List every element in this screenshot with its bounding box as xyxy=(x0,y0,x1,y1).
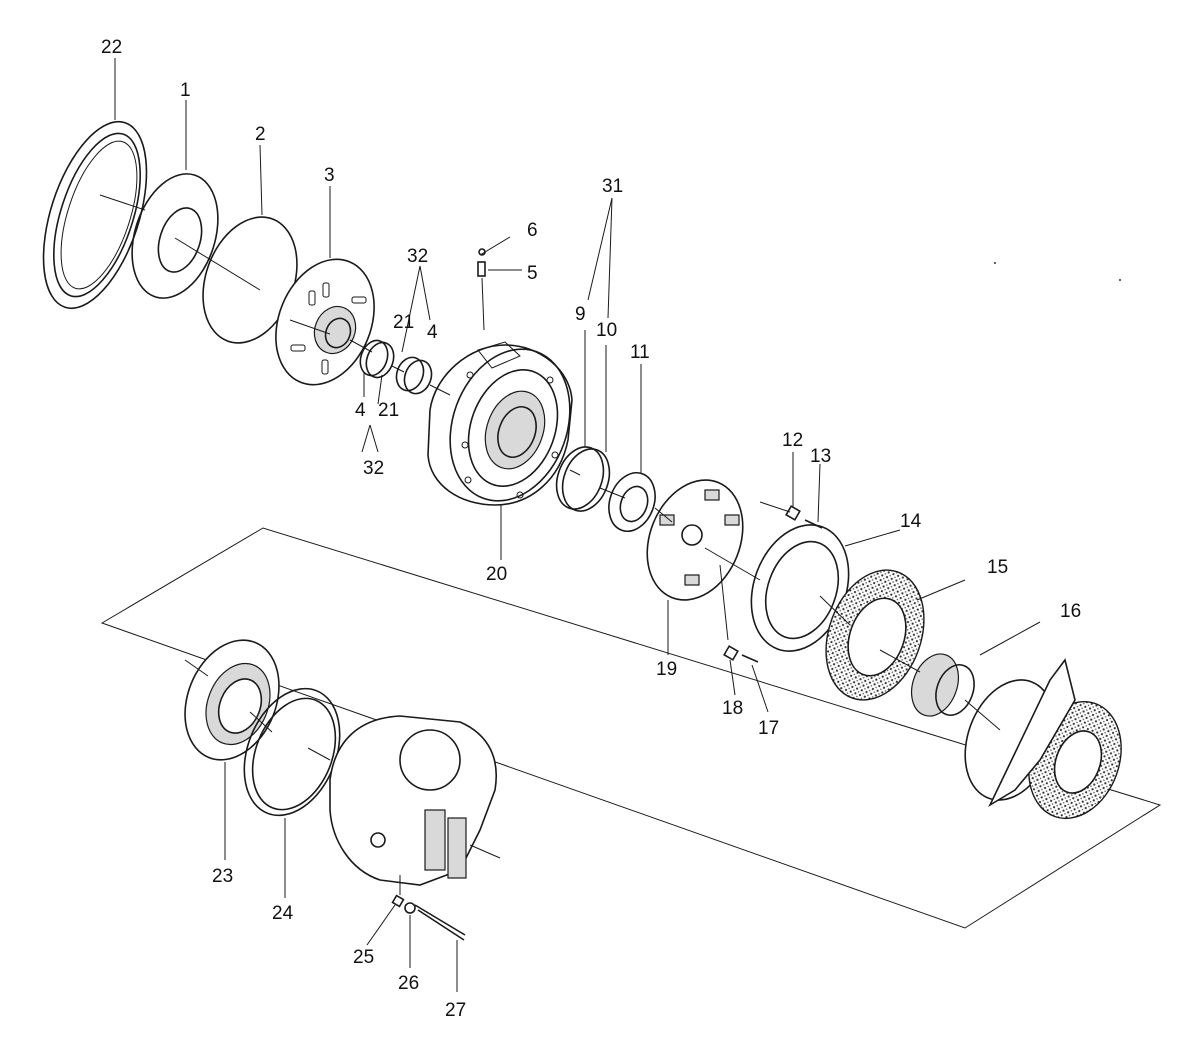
label-part-13: 13 xyxy=(810,446,831,467)
label-part-1: 1 xyxy=(180,80,191,101)
label-part-5: 5 xyxy=(527,263,538,284)
part-18-ball xyxy=(723,645,739,661)
label-part-18: 18 xyxy=(722,698,743,719)
part-27-bolt xyxy=(414,904,466,941)
label-part-12: 12 xyxy=(782,430,803,451)
label-part-9: 9 xyxy=(575,304,586,325)
label-part-15: 15 xyxy=(987,557,1008,578)
label-part-23: 23 xyxy=(212,866,233,887)
label-part-11: 11 xyxy=(630,342,650,363)
label-part-4-bottom: 4 xyxy=(355,400,366,421)
label-part-21-bottom: 21 xyxy=(378,400,399,421)
part-9-ring xyxy=(555,446,611,512)
label-part-32-bottom: 32 xyxy=(363,458,384,479)
part-1-thrust-washer xyxy=(131,173,219,299)
part-23-stator xyxy=(184,639,280,761)
label-part-17: 17 xyxy=(758,718,779,739)
label-part-6: 6 xyxy=(527,220,538,241)
label-part-22: 22 xyxy=(101,37,122,58)
part-16-gear xyxy=(911,653,975,717)
label-part-19: 19 xyxy=(656,659,677,680)
part-12-spring xyxy=(785,505,801,521)
label-part-25: 25 xyxy=(353,947,374,968)
label-part-24: 24 xyxy=(272,903,294,924)
label-part-2: 2 xyxy=(255,124,266,145)
part-20-pump-housing xyxy=(427,341,573,506)
label-part-10: 10 xyxy=(596,320,617,341)
label-part-20: 20 xyxy=(486,564,507,585)
part-5-screw xyxy=(477,261,486,331)
clutch-pack-assembly xyxy=(964,658,1122,820)
label-part-26: 26 xyxy=(398,973,419,994)
stray-dot xyxy=(994,262,996,264)
part-25-washer xyxy=(391,894,405,908)
transmission-housing xyxy=(329,715,501,886)
label-part-4-top: 4 xyxy=(427,322,438,343)
label-part-21-top: 21 xyxy=(393,312,414,333)
label-part-31: 31 xyxy=(602,176,623,197)
leader-lines xyxy=(114,58,1041,992)
label-part-16: 16 xyxy=(1060,601,1081,622)
part-4-21-rings-left xyxy=(359,339,395,379)
part-17-spring xyxy=(741,654,759,663)
stray-dot xyxy=(1119,279,1121,281)
part-11-bearing xyxy=(608,472,656,532)
part-4-21-rings-right xyxy=(395,356,433,395)
label-part-32-top: 32 xyxy=(407,246,428,267)
assembly-plane-outline xyxy=(100,527,1162,929)
part-22-seal-ring xyxy=(42,120,148,310)
center-axis-line xyxy=(99,194,1001,895)
label-part-3: 3 xyxy=(324,165,335,186)
label-part-14: 14 xyxy=(900,511,922,532)
part-26-nut xyxy=(404,902,416,914)
part-3-pump-plate xyxy=(275,258,375,386)
part-19-stator-plate xyxy=(646,479,744,601)
label-part-27: 27 xyxy=(445,1000,466,1021)
